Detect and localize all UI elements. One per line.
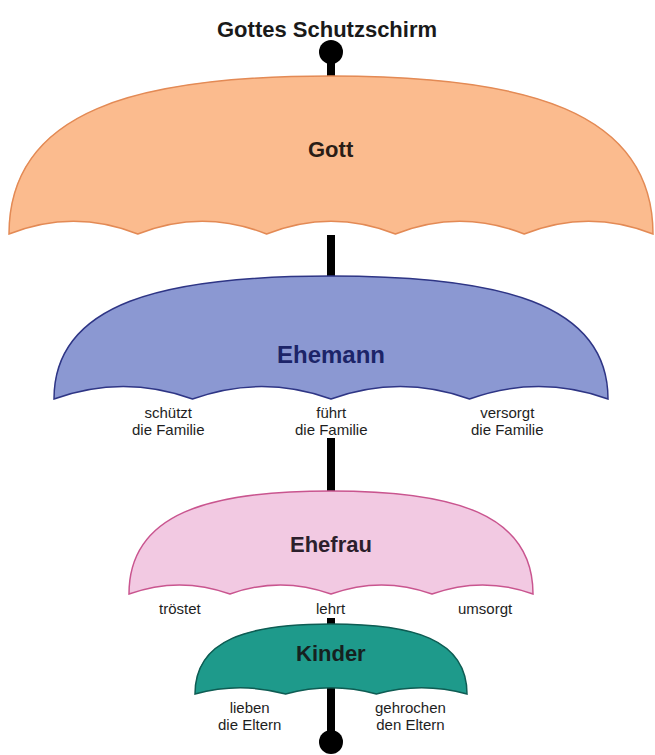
role-label: schützt die Familie [132, 405, 205, 438]
umbrella-node: Ehefrau tröstet lehrt umsorgt [128, 490, 534, 620]
umbrella-knob [319, 730, 343, 754]
title: Gottes Schutzschirm [217, 17, 437, 43]
role-label: versorgt die Familie [471, 405, 544, 438]
role-label: gehrochen den Eltern [375, 700, 446, 733]
umbrella-canopy-outline [9, 76, 653, 234]
role-label: führt die Familie [295, 405, 368, 438]
umbrella-heading: Ehefrau [290, 532, 372, 557]
role-label: lieben die Eltern [218, 700, 281, 733]
umbrella-pole [327, 438, 335, 496]
role-label: lehrt [316, 601, 345, 618]
umbrella-knob [319, 40, 343, 64]
umbrella-heading: Ehemann [277, 341, 385, 369]
umbrella-canopy-outline [129, 491, 533, 594]
umbrella-canopy [53, 275, 609, 400]
umbrella-node: Ehemann schützt die Familie führt die Fami… [53, 275, 609, 440]
role-label: tröstet [159, 601, 201, 618]
umbrella-canopy-outline [195, 624, 467, 694]
umbrella-node: Gott [8, 75, 654, 237]
umbrella-heading: Kinder [296, 641, 366, 666]
umbrella-heading: Gott [308, 137, 353, 162]
role-label: umsorgt [458, 601, 512, 618]
umbrella-node: Kinder lieben die Eltern gehrochen den Elt… [194, 623, 468, 735]
umbrella-canopy-outline [54, 276, 608, 399]
umbrella-pole [327, 235, 335, 281]
